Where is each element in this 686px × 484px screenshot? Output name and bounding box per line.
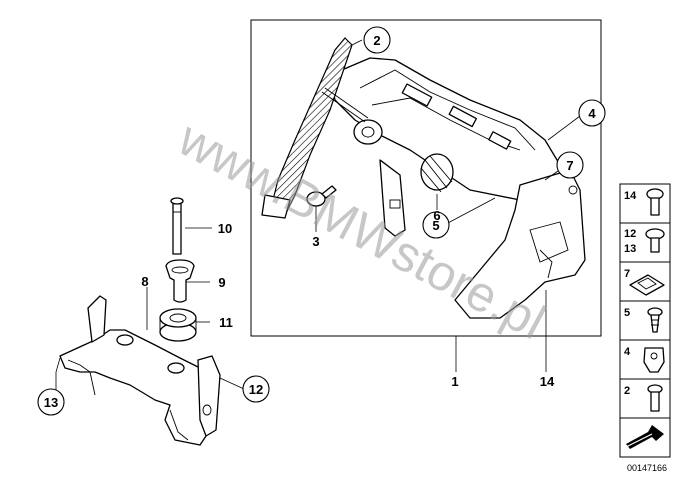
clip-nut-icon — [629, 274, 665, 296]
part-label-9: 9 — [218, 275, 225, 290]
part-label-6: 6 — [433, 208, 440, 223]
pedal-bracket-drawing — [261, 37, 586, 319]
callout-4: 4 — [578, 99, 606, 127]
legend-label-7: 7 — [624, 268, 630, 280]
screw-icon — [646, 188, 664, 216]
legend-cell-2 — [619, 378, 671, 419]
legend-cell-5 — [619, 300, 671, 341]
legend-label-5: 5 — [624, 307, 630, 319]
legend-label-14: 14 — [624, 190, 637, 202]
callout-13: 13 — [37, 388, 65, 416]
callout-label-5: 5 — [432, 218, 439, 233]
arrow-icon — [625, 425, 664, 449]
legend-label-13: 13 — [624, 243, 636, 255]
part-label-3: 3 — [312, 234, 319, 249]
part-label-14: 14 — [540, 374, 555, 389]
legend-label-2: 2 — [624, 385, 630, 397]
part-label-1: 1 — [451, 374, 458, 389]
document-number: 00147166 — [627, 463, 667, 473]
screw-icon — [645, 228, 665, 253]
legend-label-12: 12 — [624, 228, 636, 240]
bushing-part-9 — [165, 259, 195, 303]
callout-2: 2 — [363, 26, 391, 54]
callout-12: 12 — [242, 375, 270, 403]
grommet-part-11 — [159, 308, 197, 342]
assembly-frame — [250, 19, 602, 337]
part-label-10: 10 — [218, 221, 232, 236]
nut-icon — [643, 347, 665, 373]
callout-label-13: 13 — [44, 395, 58, 410]
left-bracket-drawing — [59, 295, 221, 446]
screw-icon — [647, 307, 663, 333]
spring-part-6 — [420, 153, 454, 193]
callout-label-7: 7 — [566, 158, 573, 173]
part-label-11: 11 — [219, 315, 233, 330]
bolt-icon — [647, 384, 663, 412]
callout-label-12: 12 — [249, 382, 263, 397]
callout-label-4: 4 — [588, 106, 596, 121]
bolt-part-3 — [306, 185, 337, 207]
legend-label-4: 4 — [624, 346, 631, 358]
bolt-part-10 — [170, 197, 184, 255]
legend-cell-arrow — [619, 417, 671, 458]
callout-7: 7 — [556, 151, 584, 179]
callout-label-2: 2 — [373, 33, 380, 48]
callout-5: 5 — [422, 211, 450, 239]
fastener-legend: 14 12 13 7 5 4 2 — [619, 183, 671, 473]
leader-lines — [55, 39, 581, 392]
part-label-8: 8 — [141, 274, 148, 289]
